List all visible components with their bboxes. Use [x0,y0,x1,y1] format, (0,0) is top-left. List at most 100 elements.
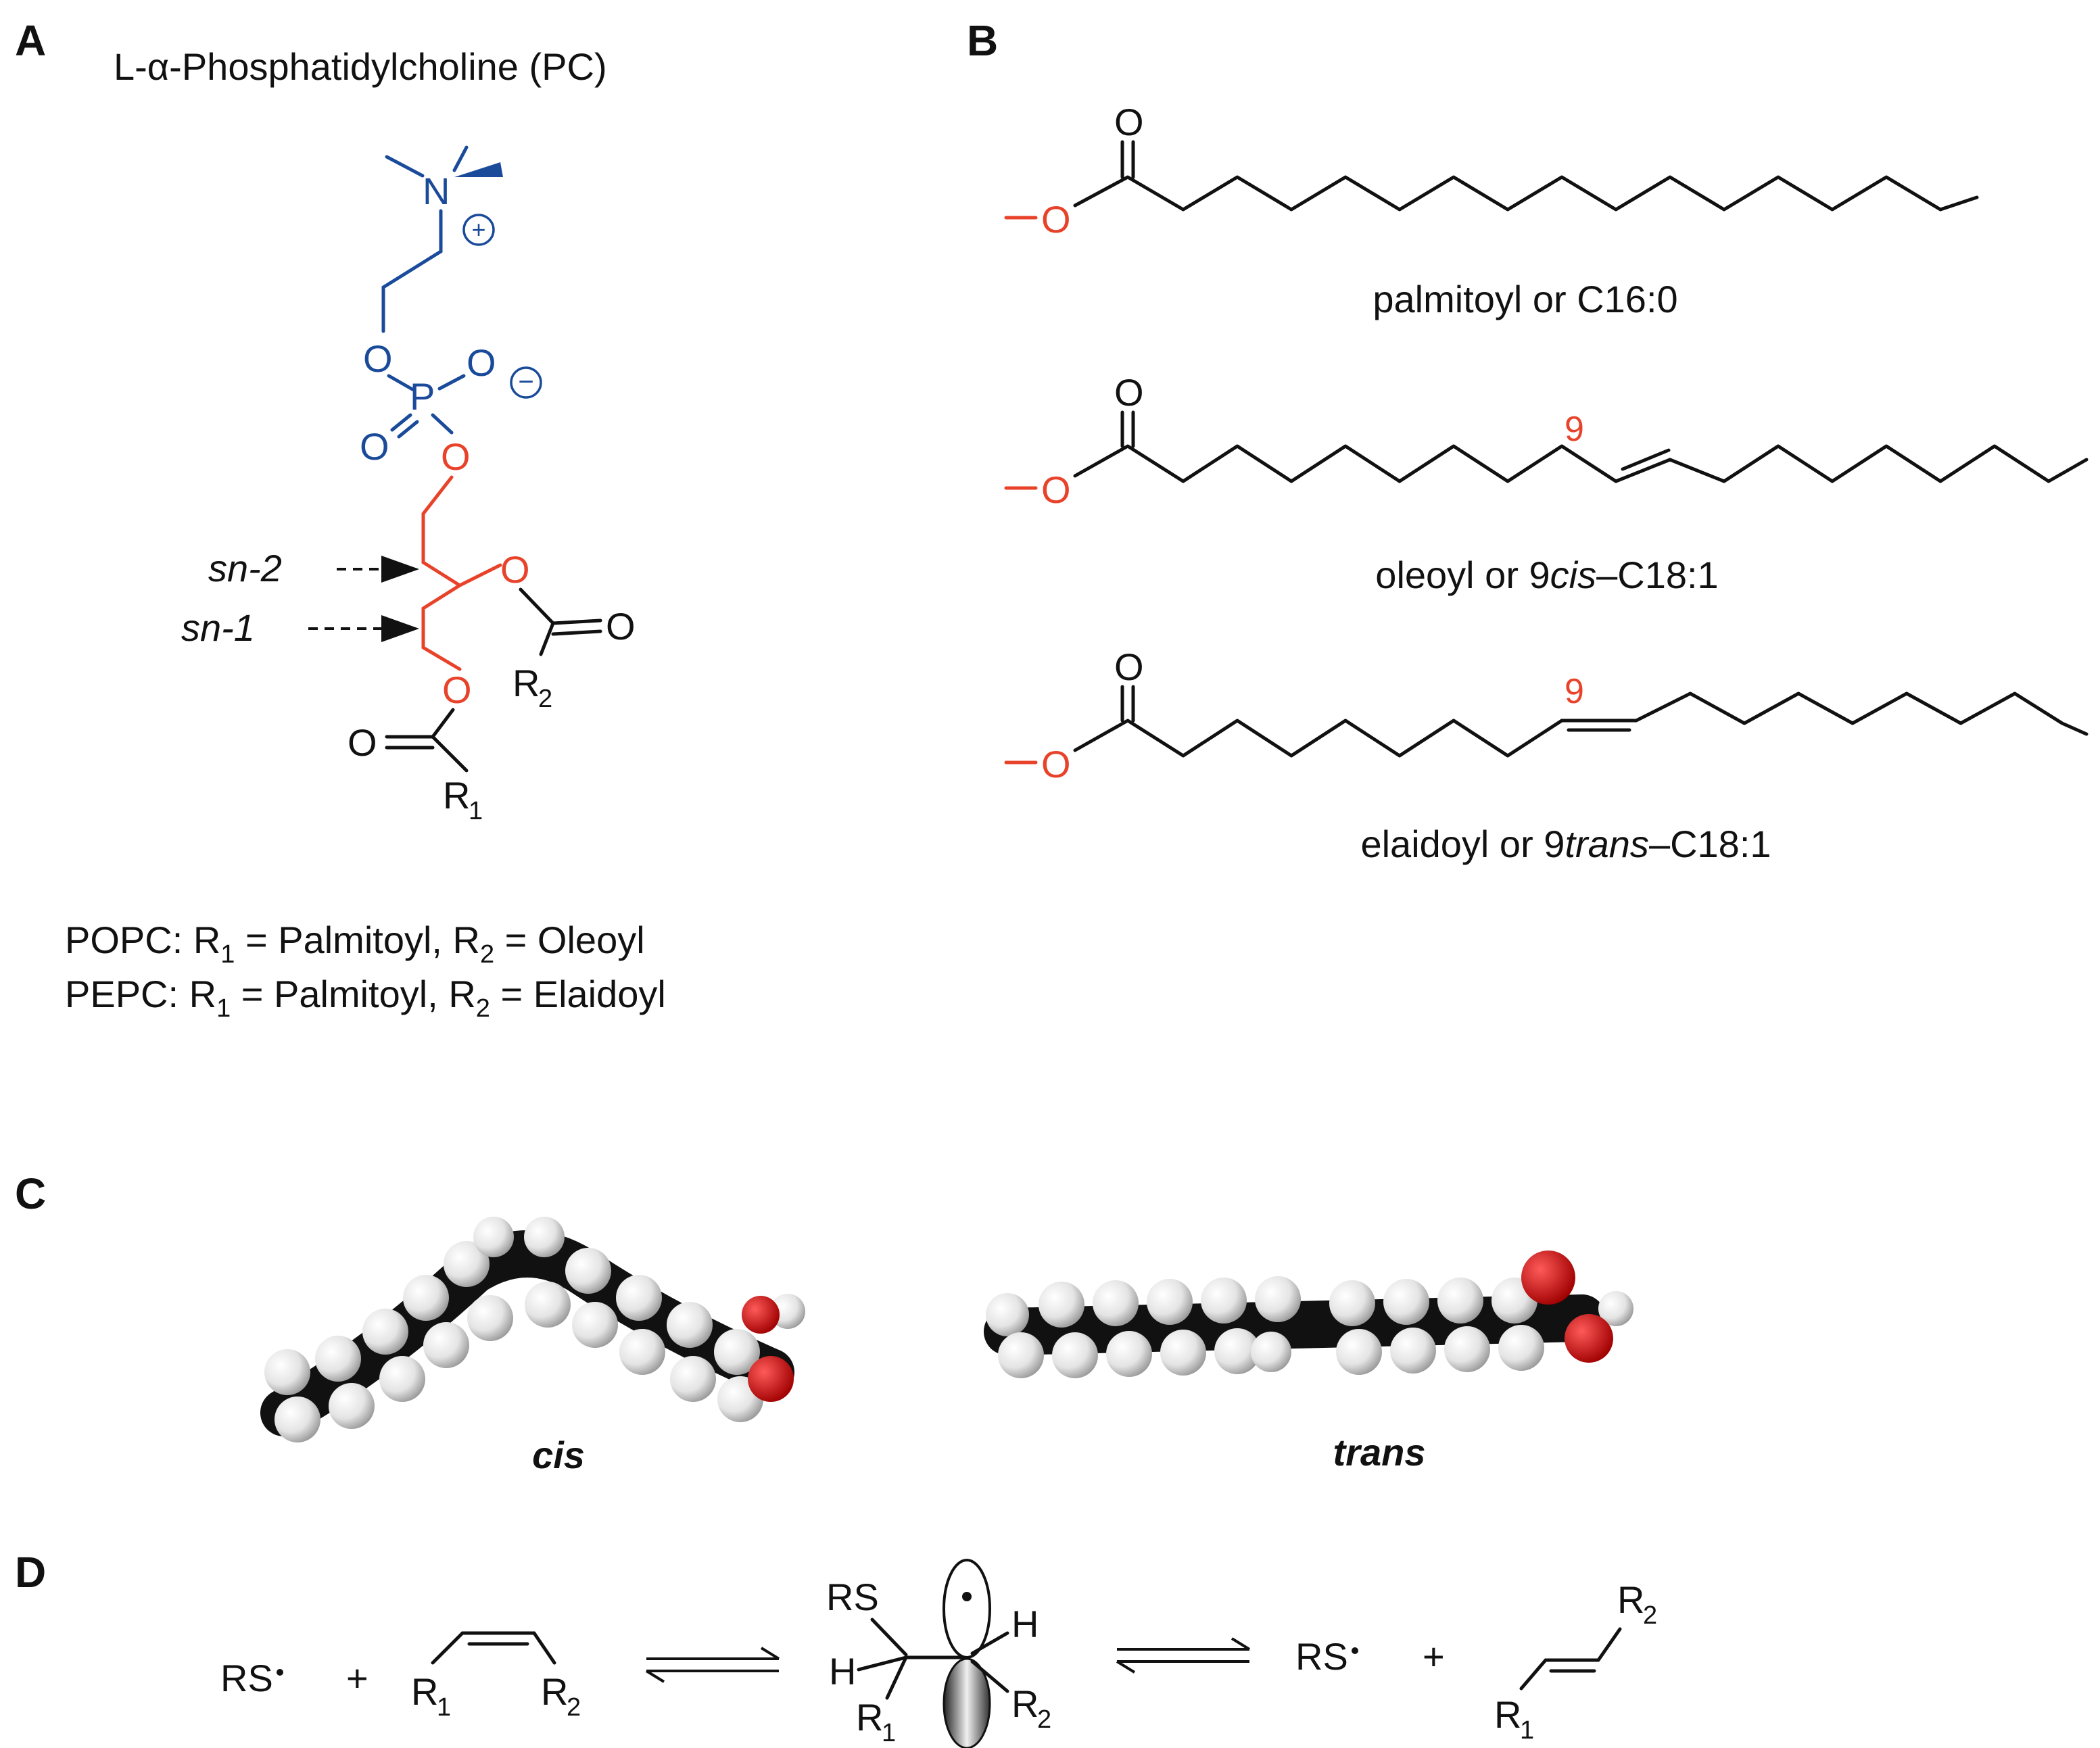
glycerol-backbone [421,475,463,671]
eq-arrow-forward-head [1231,1637,1251,1651]
trans-r2: R [1617,1578,1644,1621]
oleoyl-position-label: 9 [1565,410,1584,449]
trans-h-atom [1437,1278,1483,1324]
elaidoyl-position-label: 9 [1565,672,1584,711]
bond-n-methyl-up [452,145,469,172]
cis-h-atom [444,1241,490,1287]
cis-h-atom [616,1275,662,1321]
trans-h-atom [1329,1280,1375,1326]
oleoyl-double-bond-inner [1621,448,1671,471]
intermediate-h-left: H [829,1650,856,1693]
bond-sn2-c-o-2 [551,629,602,636]
eq-arrow-forward-head [760,1647,780,1660]
palmitoyl-label: palmitoyl or C16:0 [1373,278,1677,320]
bond-c-r1 [885,1655,908,1700]
cis-h-atom [467,1295,513,1341]
equilibrium-arrow-2 [1116,1637,1251,1674]
bond-h-c [857,1655,908,1672]
equilibrium-arrow-1 [645,1647,780,1683]
panel-label-a: A [15,16,46,65]
elaidoyl-chain-1 [1073,719,1564,758]
oleoyl-double-bond-a [1614,458,1672,483]
elaidoyl-label: elaidoyl or 9trans–C18:1 [1360,823,1771,865]
bond-p-o-double-1 [390,413,412,432]
atom-o-ester: O [363,337,393,380]
radical-dot [277,1669,283,1676]
trans-o-atom [1521,1251,1575,1305]
sn1-label: sn-1 [181,606,255,649]
intermediate-r2: R [1011,1682,1039,1725]
intermediate-r1: R [856,1696,883,1739]
eq-arrow-back-head [645,1670,665,1683]
bond-sn2-c-o [551,618,602,625]
cis-h-atom [264,1349,310,1395]
eq-arrow-back-head [1116,1660,1136,1674]
bond-c-h-right [970,1631,1009,1655]
bond-rs-c [870,1618,908,1657]
trans-h-atom [998,1332,1044,1378]
trans-h-atom [1255,1276,1301,1322]
carbonyl-o: O [1114,101,1144,143]
cis-h-atom [714,1329,760,1375]
carbonyl-o: O [1114,646,1144,688]
elaidoyl-chain-2 [1634,691,2089,736]
trans-h-atom [1160,1330,1206,1376]
carbonyl-o: O [1114,371,1144,414]
trans-bond-right [1596,1627,1622,1662]
cis-h-atom [525,1282,571,1328]
trans-h-atom [986,1293,1029,1336]
cis-h-atom [770,1294,805,1329]
bond-choline-chain [381,209,443,333]
cis-h-atom [524,1217,565,1257]
radical-electron-dot [962,1592,972,1601]
ester-o: O [1041,468,1071,511]
oleoyl-structure: O O 9 [1004,371,2089,511]
plus-2: + [1423,1635,1445,1678]
bond-c-r2 [970,1659,1009,1693]
ester-o: O [1041,198,1071,241]
cis-h-atom [315,1336,361,1382]
cis-h-atom [403,1275,449,1321]
cis-r2-sub: 2 [567,1693,581,1722]
minus-charge: − [518,367,533,397]
reactant-group: RS + R 1 R 2 [220,1631,581,1722]
trans-h-atom [1093,1280,1139,1326]
cis-h-atom [423,1322,469,1368]
cis-h-atom [275,1397,320,1442]
cis-h-atom [473,1217,514,1257]
alkene-bond-left [431,1631,464,1665]
p-orbital-upper-lobe [942,1559,991,1659]
trans-h-atom [1498,1325,1544,1371]
trans-h-atom [1214,1328,1260,1374]
r2-sub: 2 [538,685,552,713]
trans-h-atom [1390,1328,1436,1374]
cis-h-atom [565,1248,611,1294]
oleoyl-double-bond-b [1668,458,1726,483]
bond-o-p [387,374,414,391]
trans-space-filling-model [984,1251,1633,1378]
atom-o-sn2-carbonyl: O [606,605,636,648]
intermediate-rs: RS [826,1576,879,1618]
bond-sn2-r2 [539,621,555,656]
radical-intermediate: RS H R 1 H R 2 [826,1559,1051,1748]
bond-p-o-double-2 [397,420,419,439]
cis-h-atom [379,1356,425,1402]
cis-o-atom [742,1296,780,1334]
radical-dot [1352,1647,1358,1654]
panel-label-d: D [15,1548,46,1597]
trans-h-atom [1251,1332,1291,1372]
trans-label: trans [1333,1431,1426,1474]
bond-sn1-r1 [431,735,469,773]
plus-charge: + [471,216,485,243]
trans-h-atom [1336,1329,1382,1375]
trans-h-atom [1383,1279,1429,1325]
atom-n: N [423,170,450,212]
cis-o-atom [748,1356,794,1402]
trans-r2-sub: 2 [1643,1601,1657,1630]
wedge-bond [454,162,503,177]
atom-o-sn1: O [442,669,472,711]
trans-o-atom [1565,1314,1613,1363]
intermediate-r1-sub: 1 [882,1719,896,1747]
oleoyl-chain-1 [1073,444,1618,483]
bond-sn2-carbonyl [519,587,555,625]
